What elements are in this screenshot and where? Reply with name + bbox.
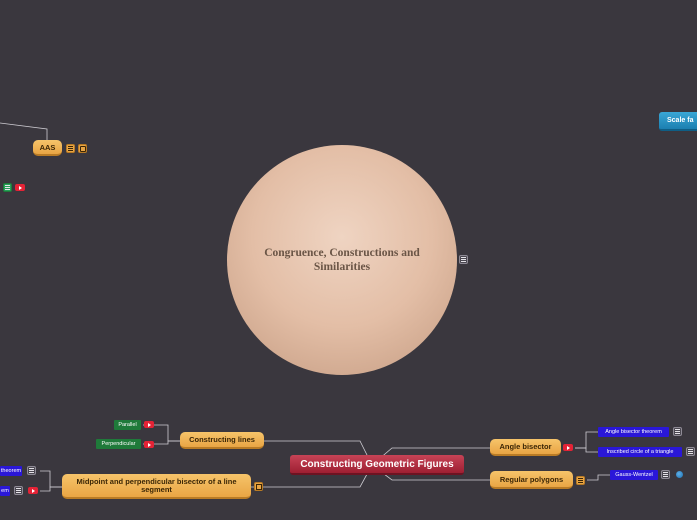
note-icon[interactable] [576,476,585,485]
link-icon[interactable] [78,144,87,153]
central-topic[interactable]: Constructing Geometric Figures [290,455,464,475]
topic-scale-factor[interactable]: Scale fa [659,112,697,131]
note-icon[interactable] [66,144,75,153]
topic-aas[interactable]: AAS [33,140,62,156]
connector-lines-perpendicular [143,440,180,445]
floating-bubble-topic[interactable]: Congruence, Constructions and Similariti… [227,145,457,375]
connector-aas [0,122,48,140]
video-icon[interactable] [28,487,38,494]
topic-regular-polygons[interactable]: Regular polygons [490,471,573,489]
leaf-angle-bisector-theorem[interactable]: Angle bisector theorem [598,427,669,437]
note-icon[interactable] [661,470,670,479]
leaf-gauss-wentzel[interactable]: Gauss-Wentzel [610,470,658,480]
connector-angle-inscribed [575,447,598,453]
note-icon[interactable] [27,466,36,475]
leaf-perpendicular[interactable]: Perpendicular [96,439,141,449]
note-icon[interactable] [686,447,695,456]
globe-icon[interactable] [676,471,683,478]
leaf-theorem[interactable]: theorem [0,466,22,476]
connector-angle-theorem [575,431,598,449]
video-icon[interactable] [563,444,573,451]
note-icon[interactable] [3,183,12,192]
leaf-em[interactable]: em [0,486,10,496]
topic-midpoint-bisector[interactable]: Midpoint and perpendicular bisector of a… [62,474,251,499]
connector-midpoint-left1 [40,470,62,488]
topic-constructing-lines[interactable]: Constructing lines [180,432,264,449]
video-icon[interactable] [144,421,154,428]
connector-midpoint-left2 [40,486,62,492]
video-icon[interactable] [144,441,154,448]
leaf-inscribed-circle[interactable]: Inscribed circle of a triangle [598,447,682,457]
topic-angle-bisector[interactable]: Angle bisector [490,439,561,456]
note-icon[interactable] [673,427,682,436]
bubble-title: Congruence, Constructions and Similariti… [264,247,420,273]
leaf-parallel[interactable]: Parallel [114,420,141,430]
link-icon[interactable] [254,482,263,491]
video-icon[interactable] [15,184,25,191]
note-icon[interactable] [459,255,468,264]
connector-polygons-gauss [587,474,610,481]
note-icon[interactable] [14,486,23,495]
